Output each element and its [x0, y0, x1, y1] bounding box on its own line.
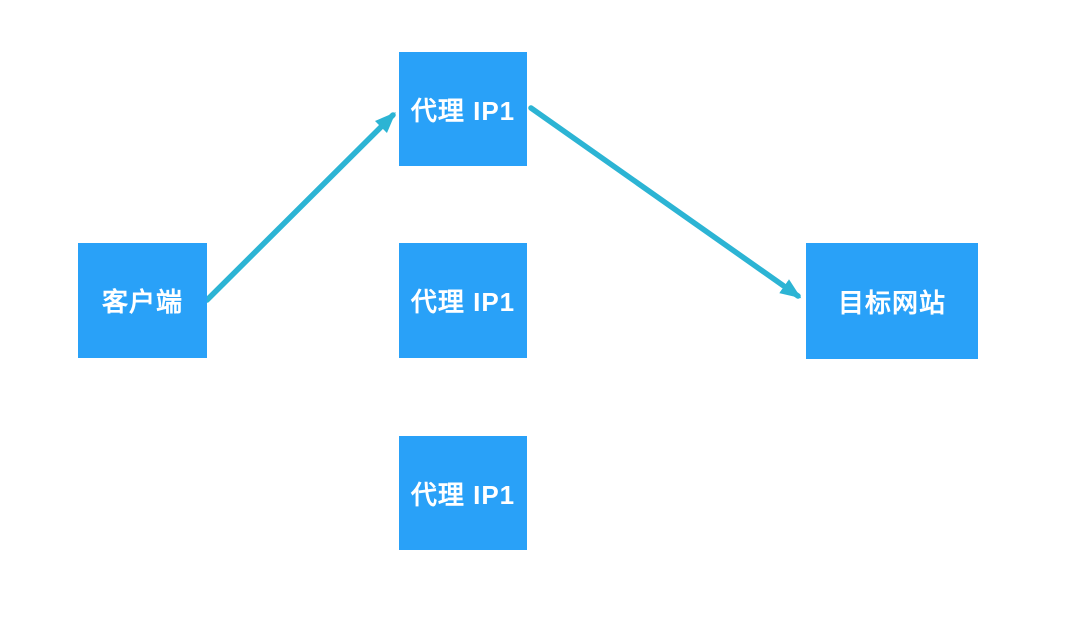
proxy-node-bottom: 代理 IP1: [399, 436, 527, 550]
edge-proxy-to-target-arrow: [528, 105, 802, 299]
proxy-node-top: 代理 IP1: [399, 52, 527, 166]
target-website-node: 目标网站: [806, 243, 978, 359]
proxy-node-bottom-label: 代理 IP1: [410, 479, 516, 510]
proxy-node-middle: 代理 IP1: [399, 243, 527, 358]
proxy-node-middle-label: 代理 IP1: [410, 287, 516, 317]
client-node: 客户端: [78, 243, 207, 358]
client-node-label: 客户端: [101, 287, 183, 317]
target-website-node-label: 目标网站: [837, 287, 946, 318]
edge-client-to-proxy-arrow: [204, 112, 396, 303]
proxy-node-top-label: 代理 IP1: [410, 95, 516, 126]
